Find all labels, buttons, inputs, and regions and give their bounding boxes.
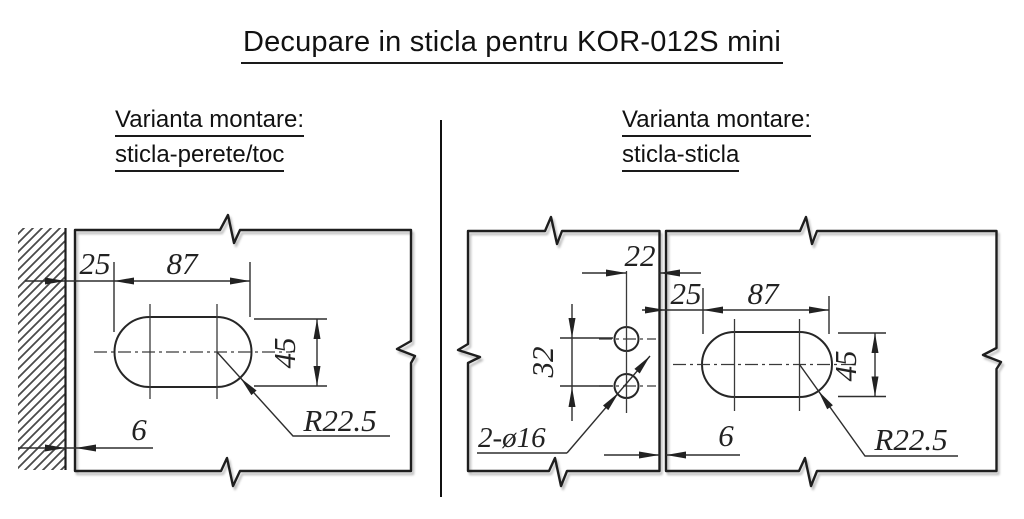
variant-heading-right: Varianta montare: sticla-sticla [622,108,811,178]
dim-text-87: 87 [167,246,200,281]
arrowhead [703,306,723,314]
arrowhead [568,387,576,407]
arrowhead [606,269,627,277]
arrowhead [240,378,257,396]
arrowhead [313,319,321,339]
arrowhead [568,318,576,338]
dim-text-25: 25 [80,246,111,281]
variant-heading-left: Varianta montare: sticla-perete/toc [115,108,304,178]
dim-hole-to-edge-22: 22 [582,238,701,277]
arrowhead [45,444,66,452]
dim-edge-gap-6: 6 [18,412,153,452]
dim-text-6: 6 [718,418,734,453]
glass-panel-right [664,215,1003,488]
dim-slot-height-45: 45 [254,318,327,387]
section-divider [440,120,442,497]
variant-left-line2: sticla-perete/toc [115,143,285,172]
arrowhead [634,356,650,374]
arrowhead [666,451,686,459]
variant-right-line1: Varianta montare: [622,108,811,137]
dim-hole-pitch-32: 32 [525,304,613,421]
dim-text-45: 45 [267,338,302,369]
arrowhead [75,444,96,452]
dim-text-32: 32 [525,347,560,379]
arrowhead [871,333,879,353]
dim-text-22: 22 [625,238,656,273]
arrowhead [603,392,619,411]
dim-radius-r22-5: R22.5 [216,351,390,438]
dim-slot-height-45: 45 [828,332,886,398]
dim-text-6: 6 [131,412,147,447]
arrowhead [659,269,680,277]
dim-holes-2-d16: 2-ø16 [477,355,651,454]
dim-slot-length-87: 87 [703,276,830,334]
right-drawing: 22 25 87 32 [456,215,1003,488]
dim-text-87: 87 [748,276,781,311]
arrowhead [313,366,321,386]
dim-text-r22-5: R22.5 [873,422,947,457]
arrowhead [114,277,134,285]
arrowhead [818,391,833,410]
page-title-text: Decupare in sticla pentru KOR-012S mini [240,26,784,64]
dim-text-25: 25 [671,276,702,311]
left-drawing: 25 87 45 R22.5 [18,213,417,488]
variant-left-line1: Varianta montare: [115,108,304,137]
dim-offset-25: 25 [642,276,829,334]
page-title: Decupare in sticla pentru KOR-012S mini [0,26,1024,64]
dim-radius-r22-5: R22.5 [798,364,958,457]
dim-text-45: 45 [828,351,863,382]
arrowhead [45,277,66,285]
arrowhead [871,376,879,397]
dim-glass-gap-6: 6 [604,418,740,459]
dim-text-r22-5: R22.5 [302,403,376,438]
dim-text-2-d16: 2-ø16 [478,422,546,454]
dim-offset-25: 25 [25,246,250,332]
arrowhead [639,451,660,459]
dim-slot-length-87: 87 [114,246,251,317]
glass-panel [73,213,417,488]
variant-right-line2: sticla-sticla [622,143,740,172]
arrowhead [645,306,666,314]
wall-hatch [18,228,65,470]
arrowhead [809,306,829,314]
glass-panel-left [456,215,661,488]
arrowhead [230,277,250,285]
